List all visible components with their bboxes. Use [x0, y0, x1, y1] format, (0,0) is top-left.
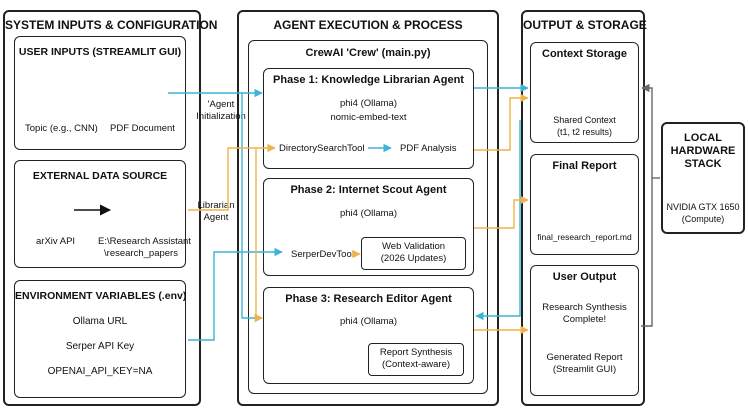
research-papers-path-line2: \research_papers — [104, 248, 178, 259]
phase2-model-phi4: phi4 (Ollama) — [339, 208, 398, 219]
agent-initialization-line1: 'Agent — [207, 99, 235, 110]
output-column-title: OUTPUT & STORAGE — [523, 18, 647, 32]
phase1-model-nomic: nomic-embed-text — [330, 112, 407, 123]
pdf-analysis-label: PDF Analysis — [400, 143, 457, 154]
phase1-title: Phase 1: Knowledge Librarian Agent — [273, 74, 464, 86]
hardware-stack-title: LOCAL HARDWARE STACK — [661, 132, 745, 171]
phase3-model-phi4: phi4 (Ollama) — [339, 316, 398, 327]
gpu-name: NVIDIA GTX 1650 — [666, 202, 740, 212]
context-storage-title: Context Storage — [542, 48, 627, 60]
user-output-title: User Output — [552, 271, 617, 283]
context-storage-text: Shared Context (t1, t2 results) — [530, 114, 639, 138]
final-report-title: Final Report — [552, 160, 617, 172]
serper-dev-tool-label: SerperDevTool — [291, 249, 354, 260]
execution-column-title: AGENT EXECUTION & PROCESS — [273, 18, 463, 32]
phase1-model-phi4: phi4 (Ollama) — [339, 98, 398, 109]
phase3-title: Phase 3: Research Editor Agent — [285, 293, 452, 305]
shared-context-results: (t1, t2 results) — [556, 127, 612, 137]
hardware-stack-box — [661, 122, 745, 234]
hardware-title-line1: LOCAL — [684, 132, 722, 144]
report-synthesis-line2: (Context-aware) — [381, 359, 451, 370]
environment-variables-box: ENVIRONMENT VARIABLES (.env) — [14, 280, 186, 398]
report-synthesis-box — [368, 343, 464, 376]
web-validation-text: Web Validation (2026 Updates) — [361, 241, 466, 265]
web-validation-line2: (2026 Updates) — [380, 253, 447, 264]
external-data-source-title: EXTERNAL DATA SOURCE — [32, 170, 168, 182]
agent-initialization-label: 'Agent Initialization — [188, 99, 254, 123]
directory-search-tool-label: DirectorySearchTool — [279, 143, 365, 154]
research-synthesis-line1: Research Synthesis — [542, 302, 627, 313]
context-storage-box: Context Storage — [530, 42, 639, 143]
report-synthesis-text: Report Synthesis (Context-aware) — [368, 347, 464, 371]
final-report-file: final_research_report.md — [537, 232, 632, 242]
topic-input-label: Topic (e.g., CNN) — [25, 123, 98, 134]
crew-title: CrewAI 'Crew' (main.py) — [305, 47, 431, 59]
phase1-box: Phase 1: Knowledge Librarian Agent — [263, 68, 474, 169]
gpu-role: (Compute) — [681, 214, 725, 224]
agent-initialization-line2: Initialization — [196, 111, 246, 122]
gpu-text: NVIDIA GTX 1650 (Compute) — [661, 201, 745, 225]
env-openai-api-key: OPENAI_API_KEY=NA — [47, 366, 153, 377]
report-synthesis-line1: Report Synthesis — [379, 347, 453, 358]
librarian-agent-line2: Agent — [203, 212, 229, 223]
user-inputs-box: USER INPUTS (STREAMLIT GUI) — [14, 36, 186, 150]
web-validation-box — [361, 237, 466, 270]
research-synthesis-line2: Complete! — [562, 314, 607, 325]
user-inputs-title: USER INPUTS (STREAMLIT GUI) — [18, 46, 182, 58]
research-synthesis-complete: Research Synthesis Complete! — [530, 302, 639, 326]
pdf-document-label: PDF Document — [110, 123, 175, 134]
research-papers-path-line1: E:\Research Assistant — [98, 236, 191, 247]
research-papers-path: E:\Research Assistant \research_papers — [98, 236, 191, 260]
librarian-agent-line1: Librarian — [197, 200, 235, 211]
generated-report-line1: Generated Report — [546, 352, 623, 363]
hardware-title-line2: HARDWARE — [670, 145, 736, 157]
web-validation-line1: Web Validation — [381, 241, 446, 252]
user-output-box: User Output — [530, 265, 639, 396]
librarian-agent-label: Librarian Agent — [190, 200, 242, 224]
arxiv-api-label: arXiv API — [36, 236, 76, 247]
inputs-column-title: SYSTEM INPUTS & CONFIGURATION — [5, 18, 218, 32]
phase2-title: Phase 2: Internet Scout Agent — [290, 184, 447, 196]
env-serper-api-key: Serper API Key — [65, 341, 135, 352]
shared-context-label: Shared Context — [553, 115, 616, 125]
generated-report-line2: (Streamlit GUI) — [552, 364, 617, 375]
hardware-title-line3: STACK — [684, 158, 722, 170]
env-ollama-url: Ollama URL — [72, 316, 128, 327]
final-report-box: Final Report — [530, 154, 639, 255]
environment-variables-title: ENVIRONMENT VARIABLES (.env) — [15, 290, 187, 302]
generated-report-text: Generated Report (Streamlit GUI) — [530, 352, 639, 376]
